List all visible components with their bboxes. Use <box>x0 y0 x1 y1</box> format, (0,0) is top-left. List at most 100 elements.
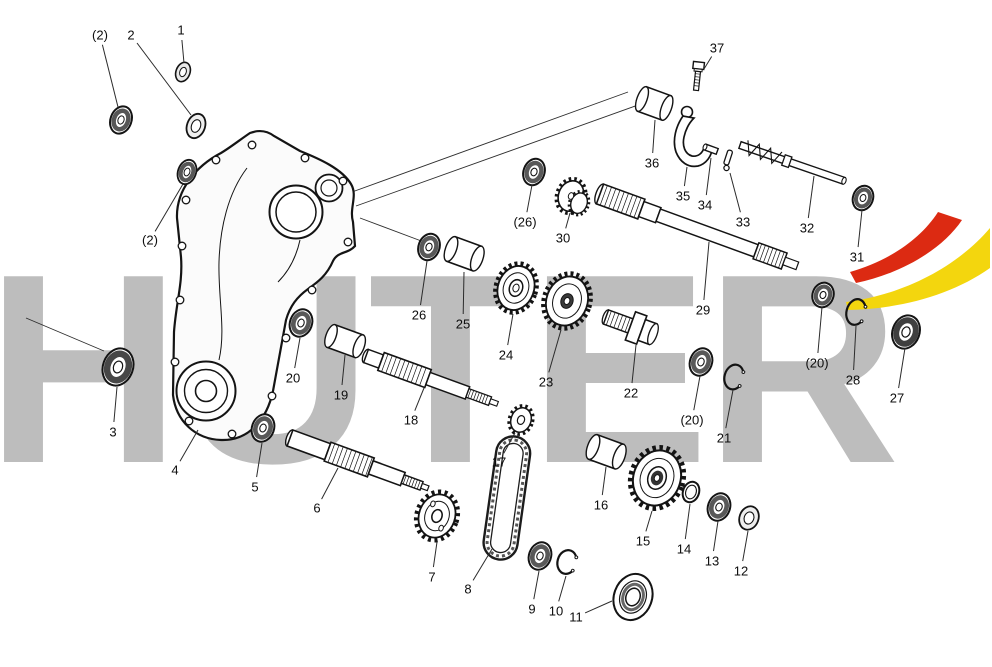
part-seal-washer-11 <box>612 572 654 622</box>
part-gear-23 <box>541 271 593 331</box>
part-label-12: 12 <box>734 564 748 579</box>
leader-line-15 <box>645 510 653 532</box>
leader-line-18 <box>414 387 425 411</box>
leader-line-27 <box>898 347 906 389</box>
part-label-29: 29 <box>696 303 710 318</box>
leader-line-37 <box>703 56 713 70</box>
leader-line-34 <box>705 157 712 196</box>
leader-line-2 <box>136 42 192 116</box>
leader-line-20 <box>294 337 301 369</box>
leader-line-28 <box>853 325 857 371</box>
part-label-31: 31 <box>850 250 864 265</box>
leader-line-30 <box>565 212 571 229</box>
leader-line-1 <box>181 39 185 64</box>
leader-line-7 <box>432 541 438 568</box>
part-label-28: 28 <box>846 373 860 388</box>
part-sprocket-17 <box>507 404 535 436</box>
leader-line-14 <box>684 503 691 540</box>
leader-line-8 <box>472 548 493 581</box>
leader-line-(20) <box>693 375 701 411</box>
logo-yellow-swoosh-icon <box>846 228 990 310</box>
leader-line-22 <box>631 344 637 384</box>
part-bearing-20 <box>288 308 314 338</box>
part-label-35: 35 <box>676 189 690 204</box>
part-washer-2 <box>185 112 207 140</box>
part-bearing-26 <box>417 232 441 262</box>
part-snap-ring-28 <box>845 298 868 326</box>
part-shift-spindle-32 <box>737 140 847 186</box>
part-label-14: 14 <box>677 542 691 557</box>
part-label-3: 3 <box>109 425 116 440</box>
part-label-36: 36 <box>645 156 659 171</box>
part-label-18: 18 <box>404 413 418 428</box>
leader-line-9 <box>533 570 540 600</box>
leader-line-10 <box>558 575 567 602</box>
part-label-13: 13 <box>705 554 719 569</box>
part-bearing-26-dup <box>522 157 546 187</box>
part-label-9: 9 <box>528 602 535 617</box>
part-label-10: 10 <box>549 604 563 619</box>
part-crankcase-cover-4 <box>170 129 357 442</box>
part-shift-fork-35 <box>673 105 713 168</box>
part-label-17: 17 <box>492 455 506 470</box>
brand-logo-swoosh <box>846 212 990 310</box>
part-collar-36 <box>634 85 674 122</box>
part-output-shaft-29 <box>594 183 800 271</box>
part-label-1: 1 <box>177 23 184 38</box>
logo-red-swoosh-icon <box>850 212 962 283</box>
part-label-19: 19 <box>334 388 348 403</box>
part-gear-cluster-22 <box>601 308 659 346</box>
part-label-30: 30 <box>556 231 570 246</box>
part-gear-24 <box>493 261 539 315</box>
part-main-shaft-18 <box>361 348 500 407</box>
part-label-16: 16 <box>594 498 608 513</box>
leader-line-17 <box>503 432 516 454</box>
leader-line-13 <box>713 520 719 552</box>
part-chain-8 <box>482 435 532 561</box>
leader-line-23 <box>548 329 562 373</box>
leader-line-29 <box>703 241 710 301</box>
part-label-6: 6 <box>313 501 320 516</box>
part-label-11: 11 <box>569 610 583 625</box>
part-label-24: 24 <box>499 348 513 363</box>
leader-line-26 <box>420 260 428 306</box>
part-label-(20): (20) <box>680 413 703 428</box>
part-sprocket-7 <box>413 489 461 543</box>
part-label-7: 7 <box>428 570 435 585</box>
part-bearing-5 <box>250 413 276 443</box>
part-oil-seal-2-dup-b <box>176 158 198 186</box>
assembly-axis-lines <box>25 91 642 352</box>
part-ring-14 <box>681 480 701 504</box>
part-label-27: 27 <box>890 391 904 406</box>
part-label-34: 34 <box>698 198 712 213</box>
leader-line-19 <box>341 354 346 386</box>
part-label-25: 25 <box>456 317 470 332</box>
part-label-(20): (20) <box>805 356 828 371</box>
part-label-37: 37 <box>710 41 724 56</box>
part-snap-ring-10 <box>556 549 579 575</box>
part-pin-34 <box>702 143 720 156</box>
part-snap-ring-21 <box>723 363 746 391</box>
part-label-23: 23 <box>539 375 553 390</box>
part-collar-16 <box>585 433 627 470</box>
part-bearing-20-dup-b <box>811 281 835 309</box>
leader-line-11 <box>584 600 613 614</box>
part-bearing-20-dup-a <box>688 347 714 377</box>
part-label-5: 5 <box>251 480 258 495</box>
leader-line-(2) <box>154 183 184 232</box>
leader-line-16 <box>601 466 607 496</box>
leader-line-25 <box>462 271 465 315</box>
part-label-26: 26 <box>412 308 426 323</box>
leader-line-33 <box>729 172 741 213</box>
leader-line-3 <box>113 386 118 423</box>
part-label-2: 2 <box>127 28 134 43</box>
part-gear-cluster-30 <box>554 176 591 217</box>
leader-line-24 <box>507 313 514 346</box>
part-washer-1 <box>174 61 192 83</box>
part-label-(2): (2) <box>142 233 158 248</box>
part-oil-seal-27 <box>891 314 921 350</box>
leader-line-4 <box>179 429 199 462</box>
